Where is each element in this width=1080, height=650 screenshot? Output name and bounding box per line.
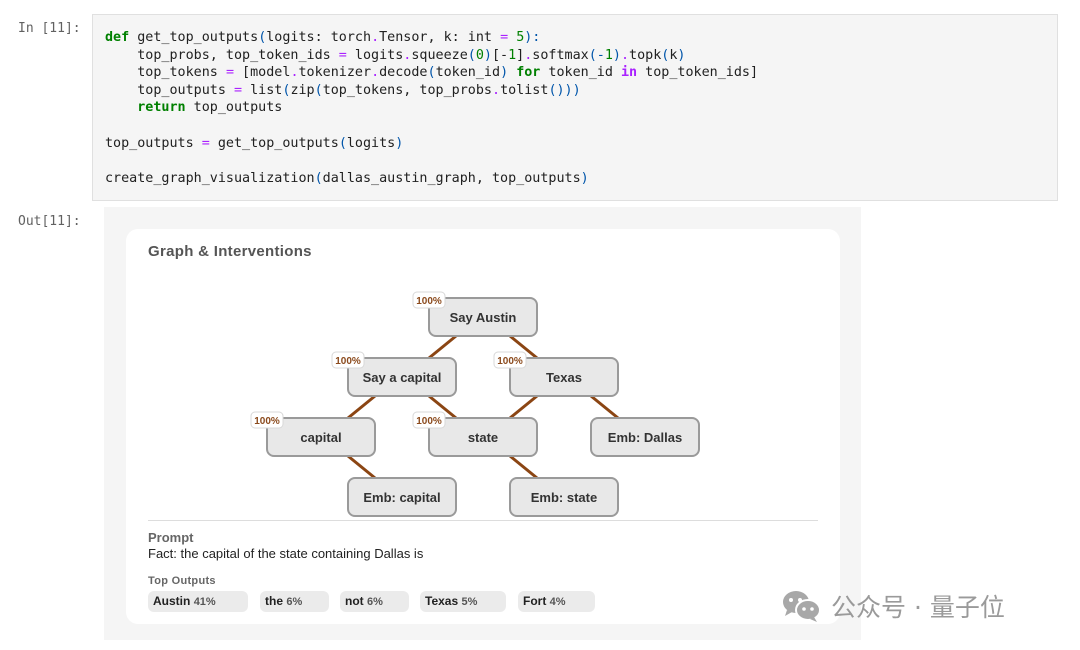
watermark: 公众号 · 量子位 xyxy=(781,588,1005,624)
output-chip[interactable]: the 6% xyxy=(260,591,329,612)
output-token: Austin xyxy=(153,594,191,608)
output-token: Fort xyxy=(523,594,547,608)
divider xyxy=(148,520,818,521)
output-token: Texas xyxy=(425,594,459,608)
activation-badge xyxy=(331,351,365,369)
node-box xyxy=(428,297,538,337)
activation-badge-text: 100% xyxy=(416,416,442,427)
graph-edge xyxy=(347,394,376,420)
graph-node[interactable]: state 100% xyxy=(412,411,538,457)
watermark-text: 公众号 · 量子位 xyxy=(831,593,1005,622)
graph-edge xyxy=(347,454,376,480)
node-box xyxy=(266,417,376,457)
graph-edge xyxy=(428,334,457,360)
output-chip[interactable]: not 6% xyxy=(340,591,409,612)
graph-node[interactable]: capital 100% xyxy=(250,411,376,457)
node-label: capital xyxy=(300,430,341,445)
activation-badge xyxy=(250,411,284,429)
graph-edge xyxy=(509,334,538,360)
activation-badge-text: 100% xyxy=(254,416,280,427)
node-box xyxy=(347,477,457,517)
code-line: top_tokens = [model.tokenizer.decode(tok… xyxy=(105,65,759,81)
activation-badge-text: 100% xyxy=(497,356,523,367)
output-chip[interactable]: Fort 4% xyxy=(518,591,595,612)
node-label: Emb: capital xyxy=(363,490,440,505)
graph-edge xyxy=(509,454,538,480)
node-label: Say a capital xyxy=(363,370,442,385)
output-pct: 4% xyxy=(549,596,566,608)
activation-badge-text: 100% xyxy=(335,356,361,367)
code-editor[interactable]: def get_top_outputs(logits: torch.Tensor… xyxy=(105,29,758,187)
card-title: Graph & Interventions xyxy=(148,243,312,260)
node-label: Texas xyxy=(546,370,582,385)
output-token: the xyxy=(265,594,283,608)
activation-badge-text: 100% xyxy=(416,296,442,307)
output-chip[interactable]: Texas 5% xyxy=(420,591,506,612)
code-line: top_outputs = get_top_outputs(logits) xyxy=(105,135,404,151)
node-label: Say Austin xyxy=(450,310,517,325)
node-box xyxy=(590,417,700,457)
graph-edge xyxy=(509,394,538,420)
input-prompt-label: In [11]: xyxy=(18,21,81,36)
node-label: Emb: Dallas xyxy=(608,430,682,445)
node-box xyxy=(509,477,619,517)
code-cell[interactable]: def get_top_outputs(logits: torch.Tensor… xyxy=(92,14,1058,201)
graph-node[interactable]: Texas 100% xyxy=(493,351,619,397)
activation-badge xyxy=(412,411,446,429)
output-chip[interactable]: Austin 41% xyxy=(148,591,248,612)
code-line: def get_top_outputs(logits: torch.Tensor… xyxy=(105,30,541,45)
node-box xyxy=(428,417,538,457)
graph-edge xyxy=(590,394,619,420)
code-line: create_graph_visualization(dallas_austin… xyxy=(105,170,589,186)
graph-node[interactable]: Emb: capital xyxy=(347,477,457,517)
prompt-heading: Prompt xyxy=(148,530,194,545)
node-box xyxy=(347,357,457,397)
activation-badge xyxy=(493,351,527,369)
node-label: Emb: state xyxy=(531,490,597,505)
output-pct: 6% xyxy=(367,596,383,608)
output-prompt-label: Out[11]: xyxy=(18,214,81,229)
activation-badge xyxy=(412,291,446,309)
graph-node[interactable]: Say Austin 100% xyxy=(412,291,538,337)
node-label: state xyxy=(468,430,498,445)
top-outputs-heading: Top Outputs xyxy=(148,575,216,587)
output-pct: 41% xyxy=(193,596,216,608)
output-pct: 6% xyxy=(286,596,303,608)
code-line: top_outputs = list(zip(top_tokens, top_p… xyxy=(105,82,581,98)
output-pct: 5% xyxy=(461,596,478,608)
node-box xyxy=(509,357,619,397)
prompt-text: Fact: the capital of the state containin… xyxy=(148,546,424,561)
code-line: top_probs, top_token_ids = logits.squeez… xyxy=(105,47,686,63)
wechat-icon xyxy=(783,591,821,622)
graph-node[interactable]: Emb: Dallas xyxy=(590,417,700,457)
graph-edge xyxy=(428,394,457,420)
output-token: not xyxy=(345,594,364,608)
code-line: return top_outputs xyxy=(137,100,283,116)
graph-node[interactable]: Emb: state xyxy=(509,477,619,517)
